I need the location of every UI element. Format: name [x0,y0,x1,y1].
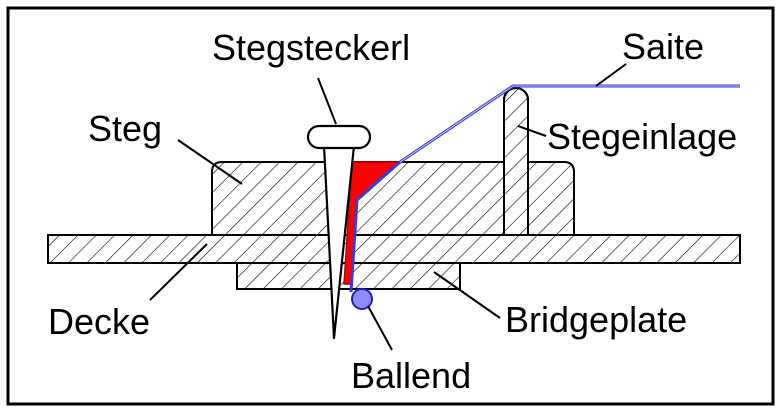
decke-shape [47,234,741,264]
label-saite: Saite [622,26,704,67]
label-steg: Steg [88,108,162,149]
ballend-shape [351,288,373,310]
string-line-highlight [399,85,740,163]
label-bridgeplate: Bridgeplate [505,299,687,340]
label-stegeinlage: Stegeinlage [547,116,737,157]
leader-stegeinlage [517,125,547,137]
outer-frame [6,6,775,406]
label-decke: Decke [48,301,150,342]
leader-decke [149,243,208,301]
leader-ballend [367,305,393,351]
bridge-pin-head [306,124,372,150]
leader-bridgeplate [433,271,501,319]
leader-steg [177,139,243,185]
leader-saite [595,63,627,87]
stegeinlage-hatch [503,87,529,236]
label-ballend: Ballend [351,355,471,396]
label-stegsteckerl: Stegsteckerl [212,27,410,68]
leader-stegsteckerl [317,77,337,125]
